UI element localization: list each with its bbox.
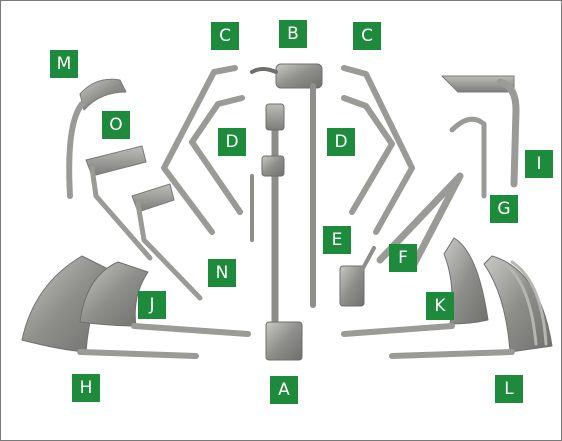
instrument-a-post [250, 103, 303, 361]
label-c-left: C [211, 22, 239, 50]
label-i: I [525, 150, 553, 178]
label-e: E [323, 226, 351, 254]
instrument-n-angled-blade [131, 183, 203, 301]
label-n: N [208, 259, 236, 287]
instrument-o-angled-blade [85, 145, 153, 261]
label-c-right: C [353, 22, 381, 50]
instrument-c-left-arm [161, 65, 238, 235]
label-j: J [138, 291, 166, 319]
instrument-m-curved-blade [66, 78, 127, 199]
instrument-i-right-angle-blade [441, 75, 520, 188]
instrument-c-right-arm [341, 65, 415, 235]
instrument-k-curved-blade [341, 237, 489, 337]
label-g: G [490, 195, 518, 223]
instrument-l-multi-prong-blade [389, 255, 553, 359]
instrument-b-clamp-rod [250, 63, 323, 308]
label-m: M [50, 50, 78, 78]
label-a: A [270, 376, 298, 404]
label-f: F [389, 244, 417, 272]
instrument-e-small-clamp [339, 246, 376, 307]
instrument-f-angled-bar [376, 172, 464, 272]
label-h: H [72, 374, 100, 402]
label-l: L [495, 375, 523, 403]
instrument-d-left-arm [189, 95, 245, 215]
label-d-left: D [218, 128, 246, 156]
label-k: K [426, 292, 454, 320]
label-b: B [279, 20, 307, 48]
instrument-d-right-arm [341, 95, 395, 215]
instrument-h-large-curved-blade [21, 255, 199, 359]
label-d-right: D [327, 128, 355, 156]
label-o: O [102, 111, 130, 139]
instrument-g-hook [449, 116, 487, 199]
